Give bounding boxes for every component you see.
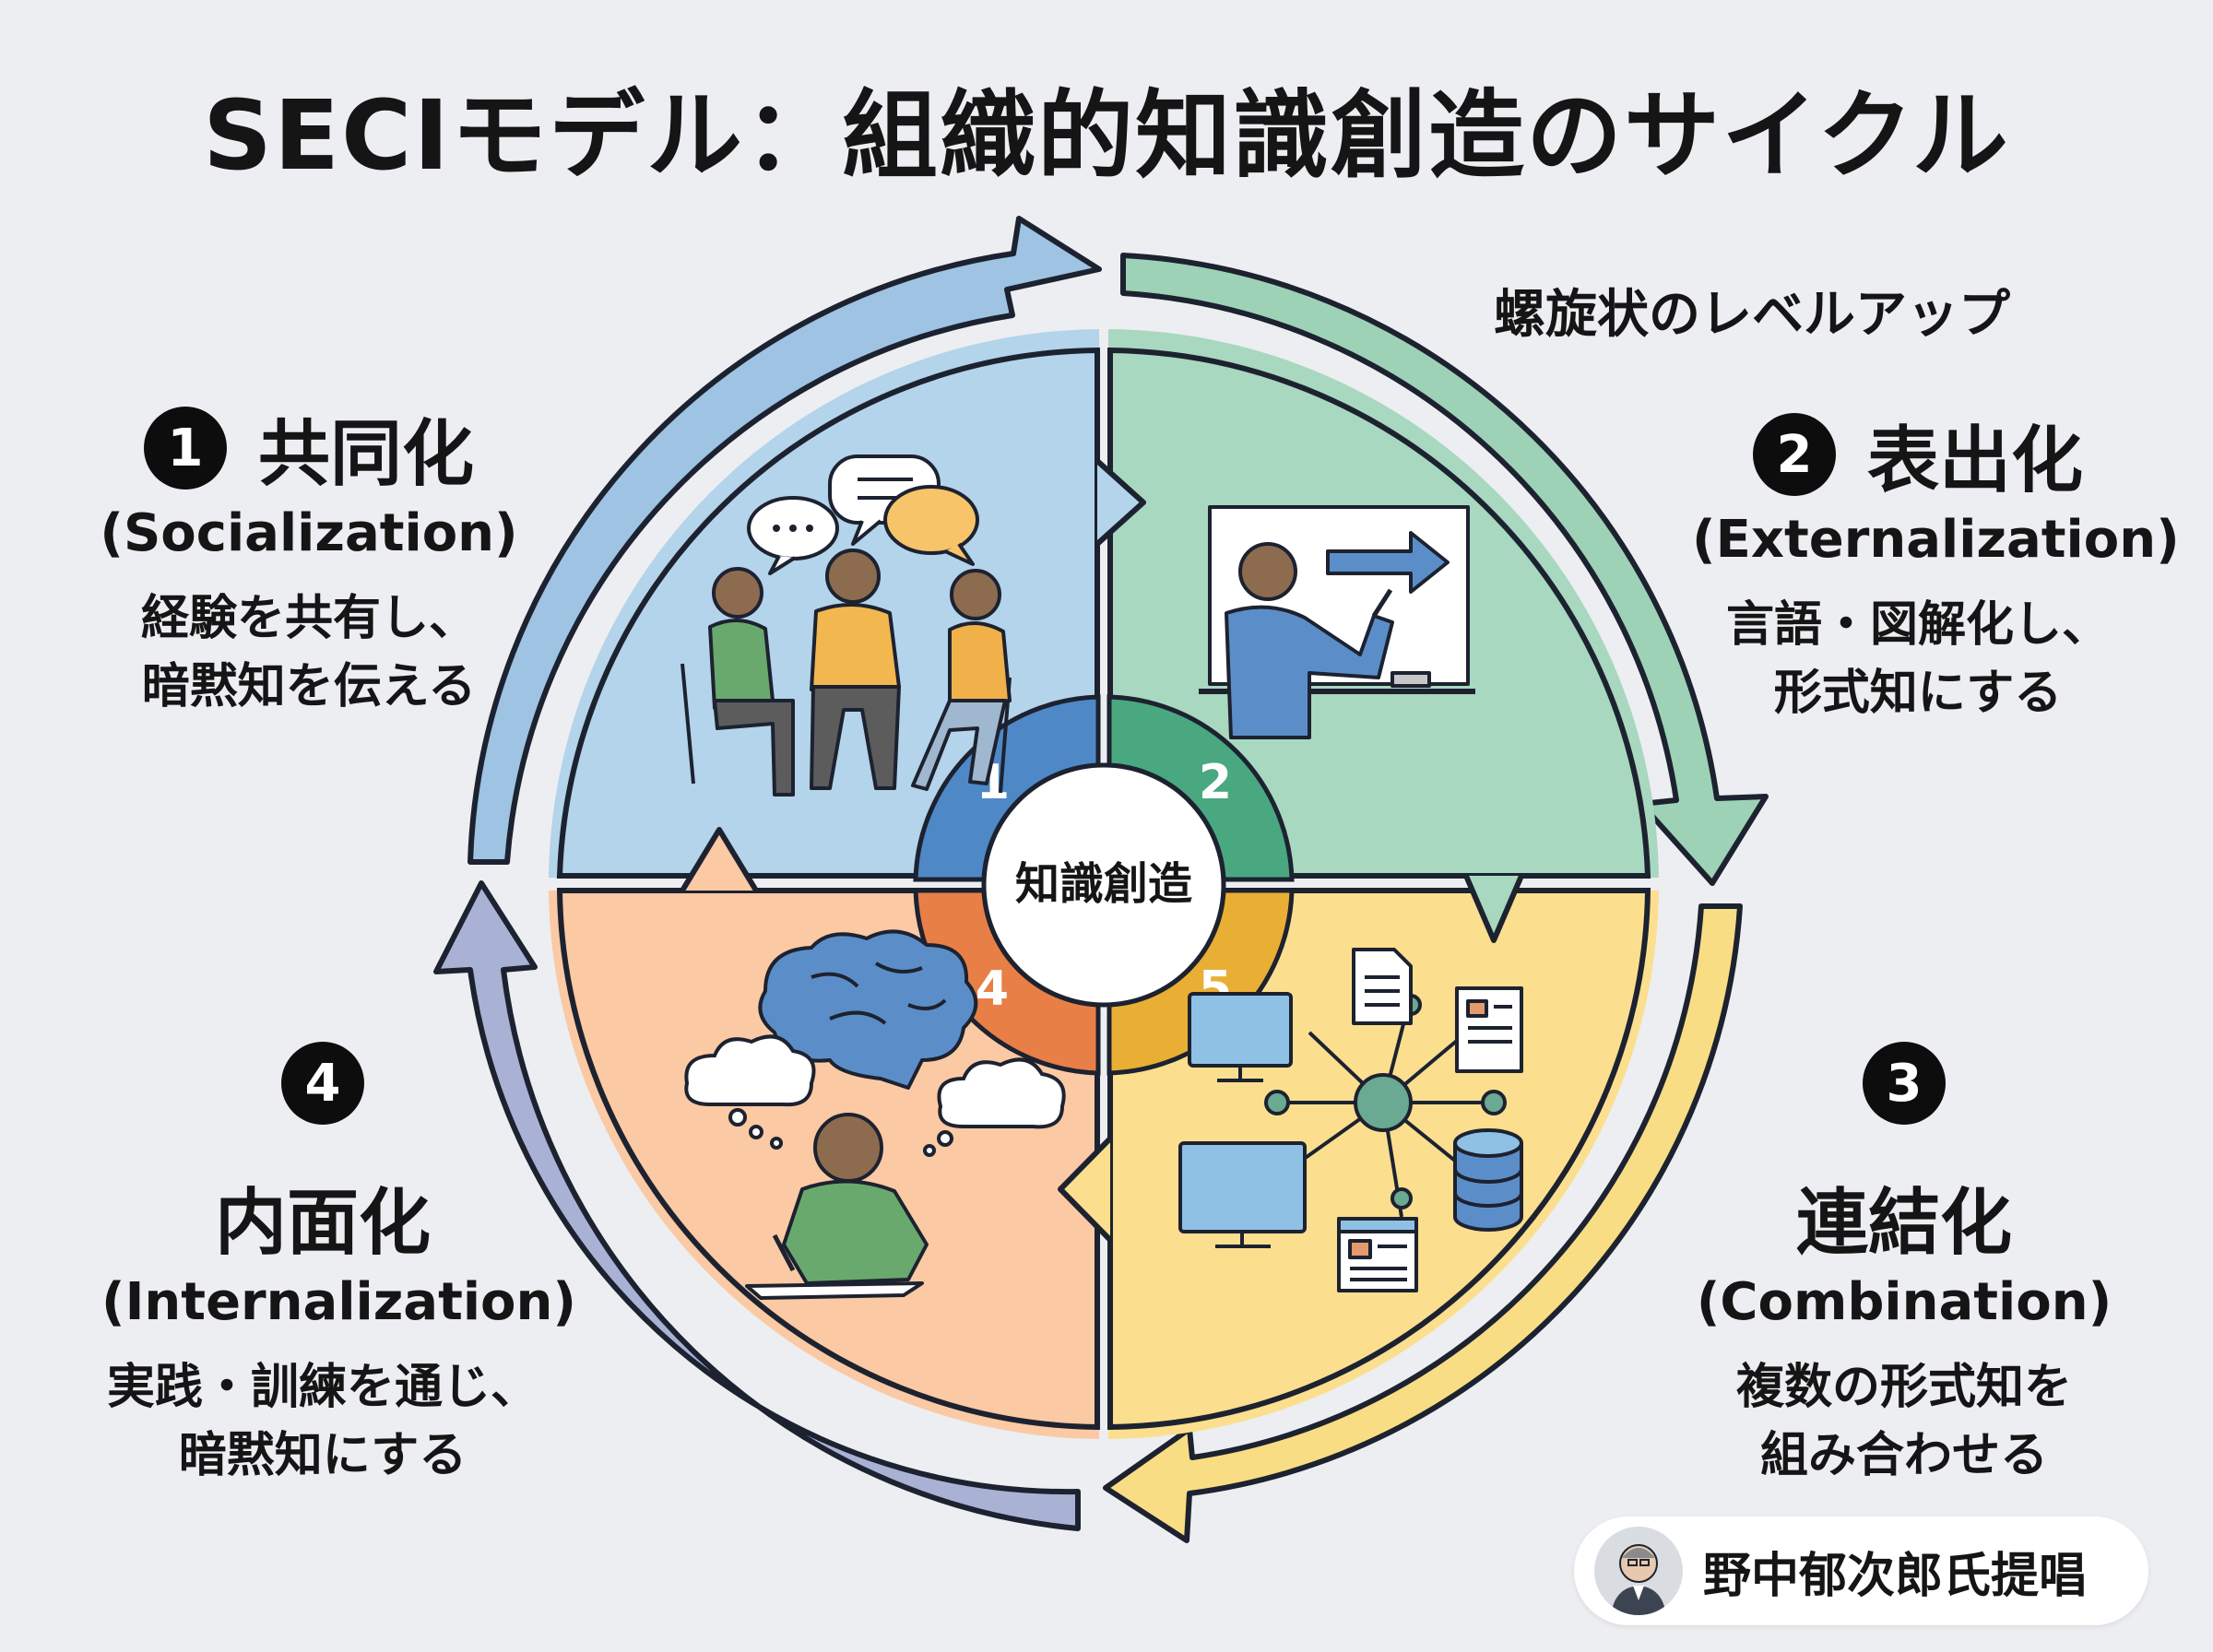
phase-number-badge: 4: [281, 1042, 364, 1125]
phase-description: 言語・図解化し、形式知にする: [1725, 597, 2110, 721]
speech-bubble-icon: [883, 485, 979, 566]
phase-title: 内面化: [214, 1182, 431, 1265]
phase-combination: 3 連結化 (Combination) 複数の形式知を組み合わせる: [1687, 1042, 2121, 1491]
arrow-bottom-right: [1103, 903, 1743, 1543]
phase-number-badge: 3: [1863, 1042, 1946, 1125]
arrow-top-right: [1120, 253, 1769, 886]
center-label: 知識創造: [1015, 858, 1192, 910]
phase-socialization: 1 共同化 (Socialization) 経験を共有し、暗黙知を伝える: [92, 396, 526, 722]
phase-description: 複数の形式知を組み合わせる: [1735, 1360, 2072, 1483]
speech-bubble-icon: [747, 496, 839, 575]
inner-flow-arrows: [680, 458, 1524, 1243]
phase-english-name: (Internalization): [101, 1272, 576, 1332]
phase-internalization: 4 内面化 (Internalization) 実践・訓練を通じ、暗黙知にする: [101, 1042, 576, 1491]
network-hub-icon: [1178, 948, 1523, 1292]
phase-externalization: 2 表出化 (Externalization) 言語・図解化し、形式知にする: [1692, 403, 2180, 728]
avatar: [1594, 1527, 1683, 1615]
ring-number-4: 4: [976, 962, 1009, 1017]
phase-title: 連結化: [1795, 1182, 2012, 1265]
phase-description: 経験を共有し、暗黙知を伝える: [140, 591, 477, 714]
phase-number-badge: 1: [143, 407, 227, 490]
document-icon: [1352, 948, 1413, 1025]
phase-english-name: (Socialization): [100, 503, 518, 563]
phase-title: 表出化: [1866, 419, 2083, 502]
group-discussion-icon: [680, 454, 1012, 796]
phase-description: 実践・訓練を通じ、暗黙知にする: [106, 1360, 538, 1483]
arrow-top-left: [467, 216, 1102, 865]
phase-english-name: (Externalization): [1692, 510, 2180, 570]
spiral-label: 螺旋状のレベルアップ: [1494, 285, 2010, 345]
writing-person-icon: [745, 1113, 929, 1300]
quadrant-outlines: [556, 347, 1651, 1431]
thought-cloud-icon: [923, 1057, 1066, 1157]
monitor-icon: [1188, 992, 1293, 1082]
outer-cycle-arrows: [433, 216, 1769, 1543]
whiteboard-presenter-icon: [1199, 505, 1475, 739]
phase-english-name: (Combination): [1696, 1272, 2112, 1332]
center-hub: [981, 762, 1226, 1008]
credit-badge: 野中郁次郎氏提唱: [1574, 1516, 2148, 1625]
brain-icon: [758, 929, 978, 1090]
credit-label: 野中郁次郎氏提唱: [1703, 1548, 2088, 1604]
database-icon: [1453, 1128, 1523, 1232]
page-title: SECIモデル：組織的知識創造のサイクル: [203, 79, 2010, 192]
ring-number-2: 2: [1199, 755, 1232, 810]
document-icon: [1455, 986, 1523, 1073]
phase-title: 共同化: [257, 413, 474, 496]
phase-number-badge: 2: [1752, 413, 1836, 496]
thought-cloud-icon: [684, 1034, 816, 1150]
document-icon: [1337, 1217, 1418, 1292]
monitor-icon: [1178, 1141, 1307, 1248]
arrow-bottom-left: [433, 880, 1081, 1531]
inner-ring: [913, 694, 1295, 1076]
